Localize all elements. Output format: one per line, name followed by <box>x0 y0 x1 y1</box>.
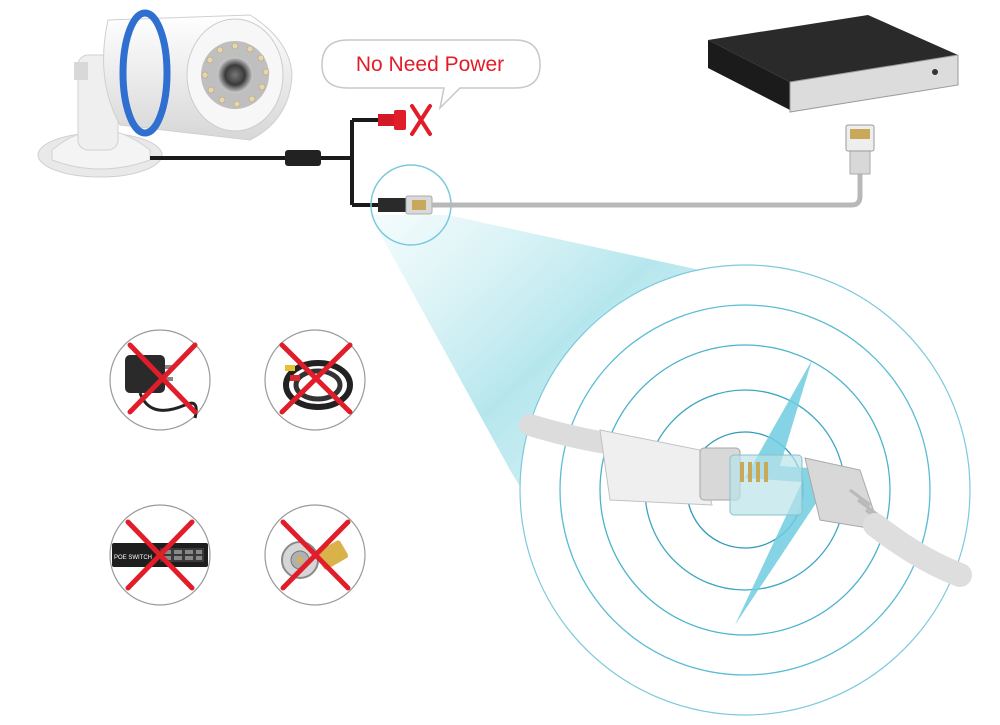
cross-icon <box>125 519 195 591</box>
cross-icon <box>279 342 353 415</box>
nvr-recorder <box>708 15 959 113</box>
signal-ring-2 <box>599 344 891 636</box>
dc-power-plug <box>378 110 406 130</box>
crossed-item-coaxial-power-cable <box>264 329 366 431</box>
cross-icon <box>280 519 351 591</box>
camera-cable <box>149 118 380 207</box>
camera-blue-ring <box>119 9 171 137</box>
signal-ring-3 <box>559 304 931 676</box>
camera-lens <box>217 57 253 93</box>
zoom-beam <box>370 215 700 520</box>
crossed-item-poe-switch: POE SWITCH <box>109 504 211 606</box>
no-need-power-callout: No Need Power <box>321 39 541 111</box>
poe-switch-label: POE SWITCH <box>114 555 152 561</box>
camera-rj45-connector <box>378 195 433 215</box>
crossed-item-power-adapter <box>109 329 211 431</box>
cable-coil-icon <box>283 360 353 410</box>
cross-icon <box>127 342 198 415</box>
callout-text: No Need Power <box>356 53 504 76</box>
bullet-camera <box>37 9 293 178</box>
no-power-x-icon <box>410 104 432 136</box>
nvr-rj45-plug <box>845 124 875 175</box>
zoom-detail <box>519 264 972 716</box>
lan-cable <box>432 170 863 208</box>
crossed-item-bnc-connector <box>264 504 366 606</box>
